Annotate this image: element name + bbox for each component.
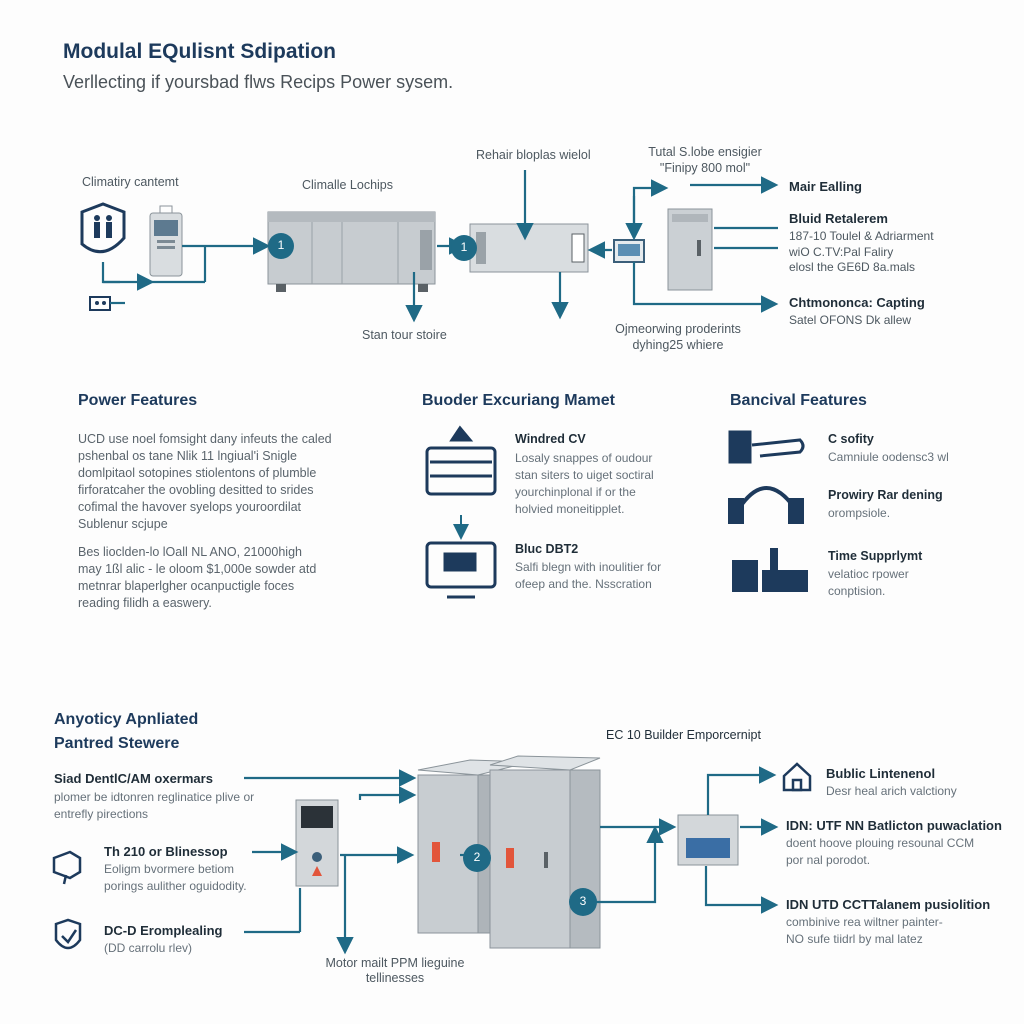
main-cabinet <box>267 211 436 292</box>
display-unit <box>613 239 645 263</box>
tutal-label-2: "Finipy 800 mol" <box>659 161 751 175</box>
node-1b-label: 1 <box>460 240 468 254</box>
stan-tour-label: Stan tour stoire <box>362 328 447 342</box>
battery-cabinet <box>667 208 713 291</box>
bottom-label-1: Motor mailt PPM lieguine <box>325 956 465 970</box>
chtmonc-title: Chtmononca: Capting <box>789 295 925 310</box>
bottom-heading-2: Pantred Stewere <box>54 735 180 752</box>
chtmonc-text: Satel OFONS Dk allew <box>789 313 912 327</box>
oprocessing-label-1: Ojmeorwing proderints <box>615 322 741 336</box>
rehair-label: Rehair bloplas wielol <box>476 148 591 162</box>
machinery-icon <box>732 548 808 592</box>
main-ealling-label: Mair Ealling <box>789 179 862 194</box>
left3-title: DC-D Eromplealing <box>104 923 223 938</box>
right2-title: IDN: UTF NN Batlicton puwaclation <box>786 818 1002 833</box>
headphones-icon <box>728 486 804 524</box>
tutal-label-1: Tutal S.lobe ensigier <box>648 145 762 159</box>
node-1-label: 1 <box>277 238 285 252</box>
node-3-circle <box>569 888 597 916</box>
bluid-line-1: 187-10 Toulel & Adriarment <box>789 229 934 243</box>
hand-card-icon <box>728 430 805 464</box>
bottom-heading-1: Anyoticy Apnliated <box>54 711 199 728</box>
page-title: Modulal EQulisnt Sdipation <box>63 40 336 63</box>
climate-content-label: Climatiry cantemt <box>82 175 179 189</box>
banc-item1-title: C sofity <box>828 432 874 446</box>
banc-item1-text: Camniule oodensc3 wl <box>828 450 949 464</box>
inverter-box <box>677 814 739 866</box>
meter-device <box>149 205 183 277</box>
left3-text: (DD carrolu rlev) <box>104 941 193 955</box>
cabinet-right <box>489 755 601 949</box>
home-icon <box>782 762 812 792</box>
builder-heading: Buoder Excuriang Mamet <box>422 392 615 409</box>
top-connectors <box>101 170 779 323</box>
server-rack-icon <box>425 425 497 496</box>
ec10-label: EC 10 Builder Emporcernipt <box>606 728 761 742</box>
banc-item3-title: Time Supprlymt <box>828 549 923 563</box>
power-para-1: UCD use noel fomsight dany infeuts the c… <box>78 432 332 531</box>
monitor-icon <box>425 541 497 599</box>
builder-item1-title: Windred CV <box>515 432 586 446</box>
control-panel <box>295 799 339 887</box>
junction-box <box>469 223 589 273</box>
bottom-connectors <box>244 766 779 955</box>
megaphone-icon <box>52 850 82 885</box>
right1-text: Desr heal arich valctiony <box>826 784 957 798</box>
left2-title: Th 210 or Blinessop <box>104 844 228 859</box>
shield-icon <box>80 202 126 254</box>
bottom-label-2: tellinesses <box>365 971 425 985</box>
right3-title: IDN UTD CCTTalanem pusiolition <box>786 897 991 912</box>
climate-lochips-label: Climalle Lochips <box>302 178 394 192</box>
power-features-heading: Power Features <box>78 392 198 409</box>
oprocessing-label-2: dyhing25 whiere <box>632 338 724 352</box>
node-2-circle <box>463 844 491 872</box>
banc-heading: Bancival Features <box>730 392 867 409</box>
node-1b-circle <box>451 235 477 261</box>
right1-title: Bublic Lintenenol <box>826 766 936 781</box>
right3-text: combinive rea wiltner painter-NO sufe ti… <box>786 915 943 946</box>
node-3-label: 3 <box>579 894 587 908</box>
bluid-line-2: wiO C.TV:Pal Faliry <box>789 245 894 259</box>
banc-item2-title: Prowiry Rar dening <box>828 488 943 502</box>
node-1-circle <box>268 233 294 259</box>
node-2-label: 2 <box>473 850 481 864</box>
plug-icon <box>89 296 111 311</box>
bluid-title: Bluid Retalerem <box>789 211 888 226</box>
shield-check-icon <box>54 918 82 950</box>
bluid-line-3: elosl the GE6D 8a.mals <box>789 260 916 274</box>
builder-item2-title: Bluc DBT2 <box>515 542 579 556</box>
page-subtitle: Verllecting if yoursbad flws Recips Powe… <box>63 72 454 92</box>
banc-item2-text: orompsiole. <box>828 506 891 520</box>
left1-title: Siad DentlC/AM oxermars <box>54 771 213 786</box>
